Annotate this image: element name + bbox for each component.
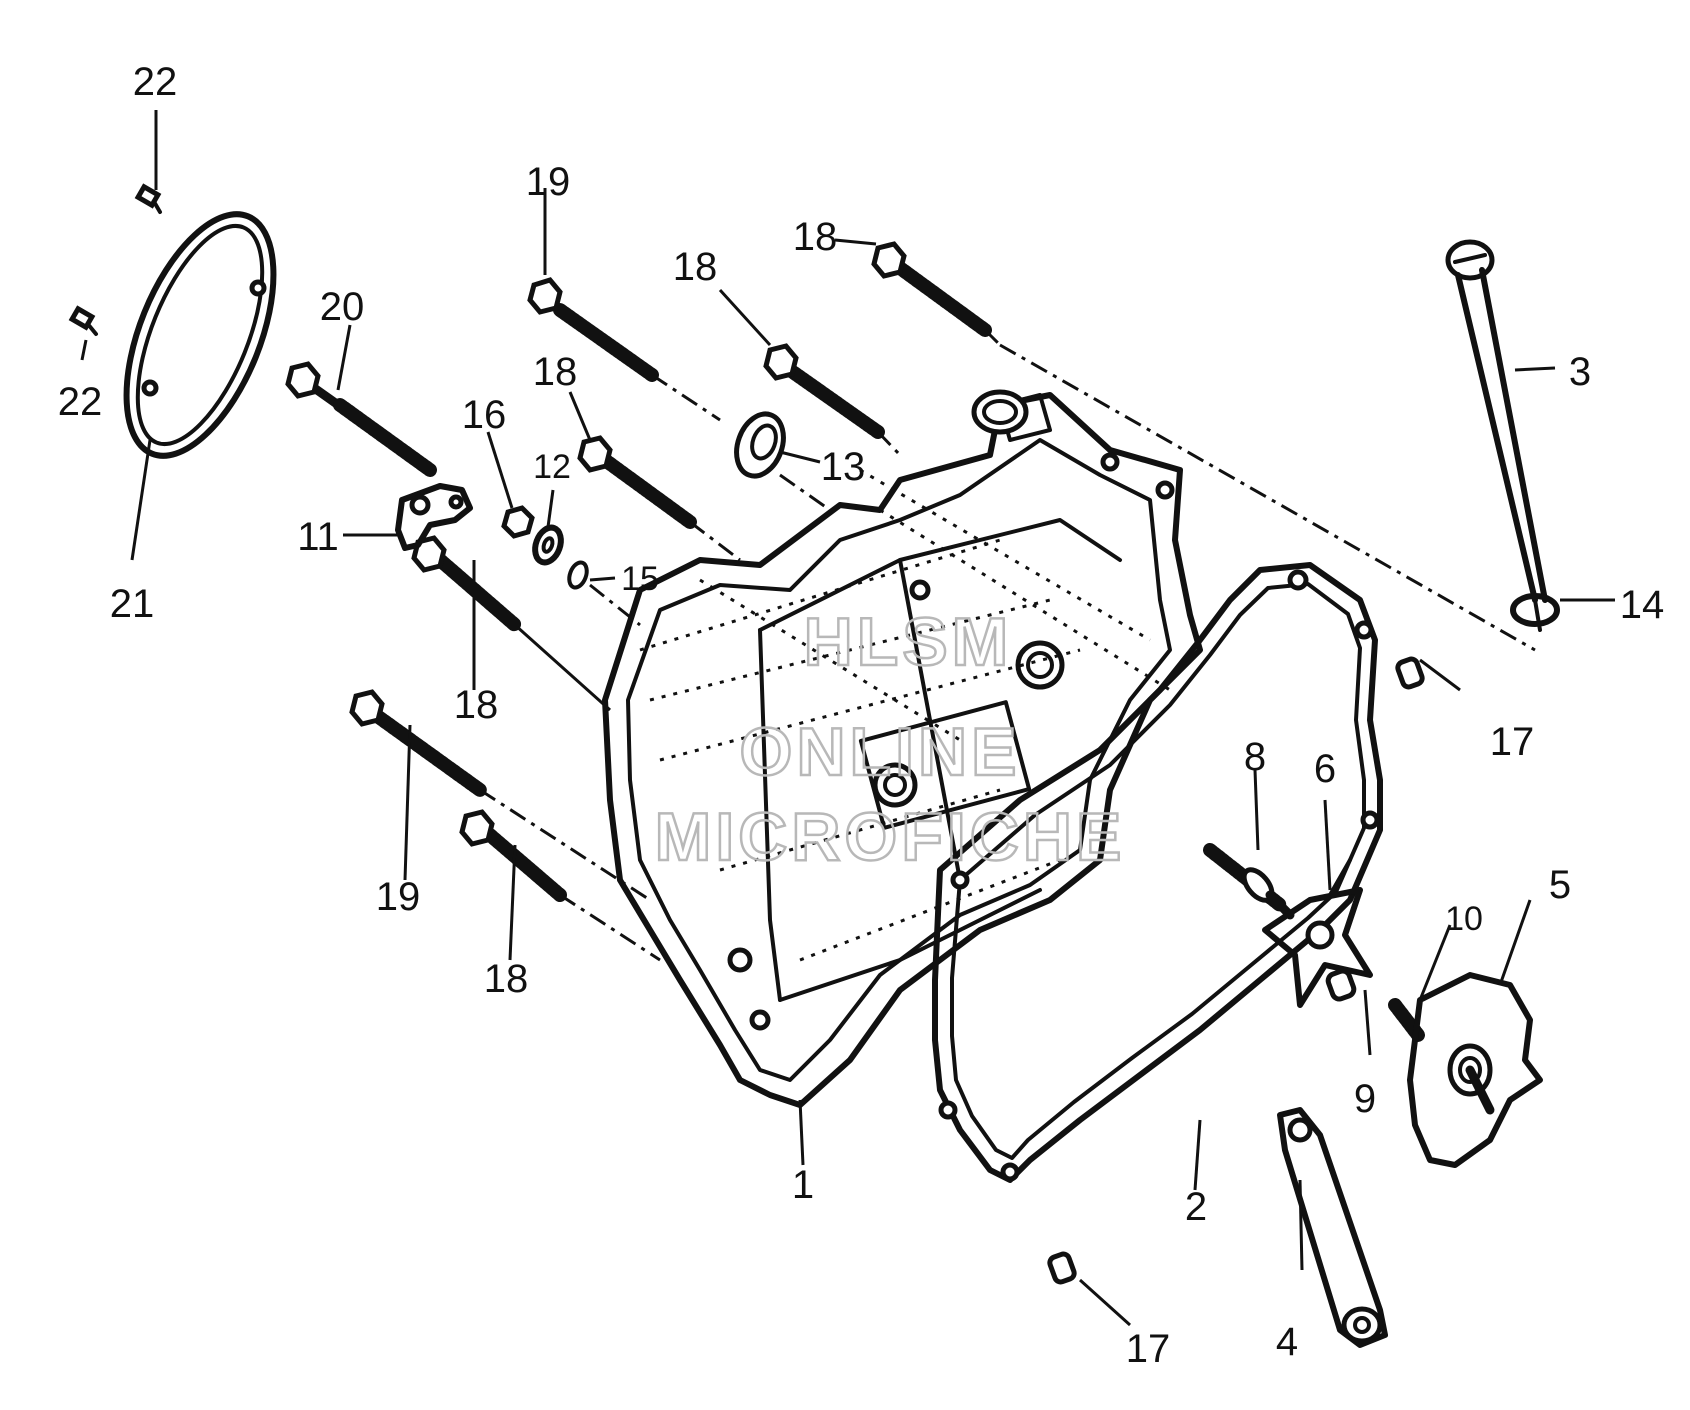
part-8-shaft xyxy=(1203,843,1295,920)
part-19-bolt-top xyxy=(527,277,721,422)
part-18-bolt-c xyxy=(577,435,741,562)
callout-16: 16 xyxy=(462,393,507,437)
callout-18-d: 18 xyxy=(454,683,499,727)
part-11-bracket xyxy=(395,483,473,551)
part-18-bolt-e xyxy=(459,809,661,962)
part-18-bolt-b xyxy=(871,241,1002,347)
callout-15: 15 xyxy=(621,560,659,598)
callout-labels: 22 22 21 20 11 16 12 15 19 18 18 18 13 1… xyxy=(58,60,1665,1371)
part-12-washer xyxy=(532,524,564,566)
callout-1: 1 xyxy=(792,1163,814,1207)
callout-18-a: 18 xyxy=(673,245,718,289)
callout-18-e: 18 xyxy=(484,957,529,1001)
callout-22-left: 22 xyxy=(58,380,103,424)
callout-19-top: 19 xyxy=(526,160,571,204)
watermark-line-2: ONLINE xyxy=(740,714,1021,790)
part-17-dowel-upper xyxy=(1395,656,1425,690)
callout-19-bottom: 19 xyxy=(376,875,421,919)
callout-10: 10 xyxy=(1445,900,1483,938)
part-20-bolt xyxy=(285,361,437,477)
callout-12: 12 xyxy=(533,448,571,486)
callout-18-c: 18 xyxy=(533,350,578,394)
part-3-dipstick xyxy=(1445,239,1548,632)
callout-9: 9 xyxy=(1354,1077,1376,1121)
callout-5: 5 xyxy=(1549,863,1571,907)
part-16-nut xyxy=(501,505,535,539)
part-21-cover-ring xyxy=(123,211,277,459)
part-5-pump-cover xyxy=(1407,972,1543,1168)
callout-4: 4 xyxy=(1276,1320,1298,1364)
watermark: HLSM ONLINE MICROFICHE xyxy=(653,603,1126,877)
callout-6: 6 xyxy=(1314,747,1336,791)
callout-14: 14 xyxy=(1620,583,1665,627)
callout-18-b: 18 xyxy=(793,215,838,259)
part-22-screw-top xyxy=(134,183,162,214)
callout-8: 8 xyxy=(1244,735,1266,779)
callout-13: 13 xyxy=(821,445,866,489)
part-14-oring xyxy=(1510,593,1560,627)
callout-20: 20 xyxy=(320,285,365,329)
callout-17-upper: 17 xyxy=(1490,720,1535,764)
part-18-bolt-d xyxy=(411,535,612,712)
part-18-bolt-a xyxy=(763,343,902,457)
part-13-oil-seal xyxy=(734,411,831,512)
part-4-lever xyxy=(1277,1107,1388,1348)
part-6-impeller xyxy=(1262,858,1373,1008)
watermark-line-3: MICROFICHE xyxy=(655,799,1126,875)
part-1-crankcase-cover xyxy=(602,389,1203,1108)
part-22-screw-left xyxy=(68,305,98,336)
watermark-line-1: HLSM xyxy=(804,604,1013,680)
part-9-plug xyxy=(1325,968,1357,1002)
callout-17-lower: 17 xyxy=(1126,1327,1171,1371)
callout-11: 11 xyxy=(297,515,339,559)
callout-22-top: 22 xyxy=(133,60,178,104)
alignment-line xyxy=(999,343,1536,652)
leader-lines xyxy=(80,110,1615,1327)
part-17-dowel-lower xyxy=(1047,1251,1077,1285)
part-19-bolt-bottom xyxy=(349,689,651,902)
callout-21: 21 xyxy=(110,582,155,626)
callout-3: 3 xyxy=(1569,350,1591,394)
callout-2: 2 xyxy=(1185,1185,1207,1229)
